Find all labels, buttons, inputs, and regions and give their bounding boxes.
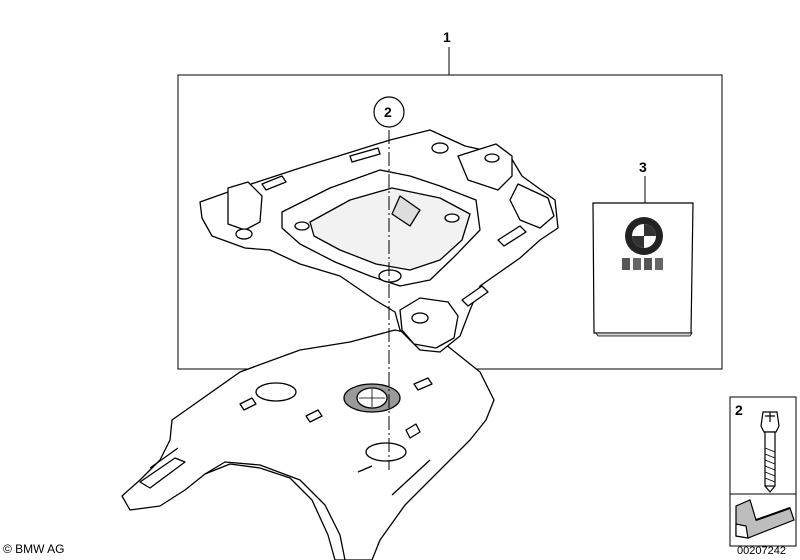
- bmw-manual-booklet: [592, 202, 694, 337]
- luggage-rack-base-plate: [121, 329, 495, 560]
- callout-1-label: 1: [443, 29, 451, 45]
- callout-2-circle: [373, 96, 405, 128]
- luggage-rack: [199, 129, 559, 353]
- copyright-text: © BMW AG: [3, 542, 65, 556]
- inset-frame: [729, 396, 797, 547]
- screw-illustration: [760, 411, 780, 493]
- inset-item-label: 2: [735, 402, 743, 418]
- callout-2-label: 2: [384, 104, 392, 120]
- callout-3-label: 3: [639, 159, 647, 175]
- drawing-number: 00207242: [737, 545, 786, 557]
- underbody-part-icon: [735, 499, 795, 539]
